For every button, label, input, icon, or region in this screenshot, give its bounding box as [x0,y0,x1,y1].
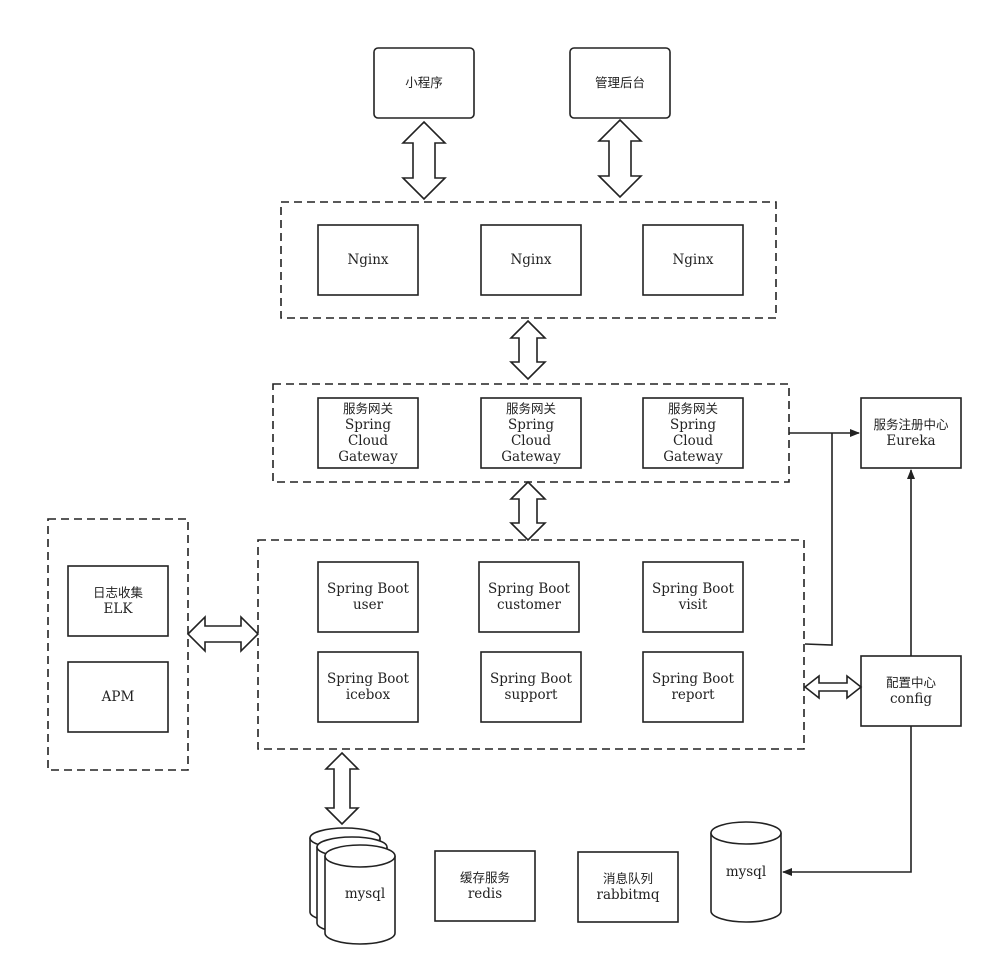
logging-group [47,518,189,771]
config-center: 配置中心 config [860,655,962,727]
gateway-line: Cloud [673,433,713,449]
elk-title: 日志收集 [93,585,144,600]
client-miniapp: 小程序 [373,47,475,119]
double-arrow-gateway-services [509,480,547,542]
arrow-config-mysql [782,726,912,876]
double-arrow-miniapp-nginx [401,120,447,201]
client-miniapp-label: 小程序 [405,75,443,90]
nginx-node-label: Nginx [347,252,388,268]
gateway-line: Cloud [511,433,551,449]
service-registry: 服务注册中心 Eureka [860,397,962,469]
nginx-node-label: Nginx [672,252,713,268]
service-framework: Spring Boot [490,671,572,687]
service-visit: Spring Boot visit [642,561,744,633]
registry-title: 服务注册中心 [873,417,949,432]
gateway-title: 服务网关 [668,401,718,416]
nginx-cluster-group [280,201,777,319]
service-customer: Spring Boot customer [478,561,580,633]
service-framework: Spring Boot [652,671,734,687]
connector-services-registry [804,433,833,646]
service-name: visit [678,597,708,613]
gateway-line: Spring [670,417,716,433]
gateway-node-2: 服务网关 Spring Cloud Gateway [480,397,582,469]
service-icebox: Spring Boot icebox [317,651,419,723]
service-framework: Spring Boot [327,671,409,687]
gateway-line: Cloud [348,433,388,449]
double-arrow-logging-services [186,615,260,653]
gateway-node-3: 服务网关 Spring Cloud Gateway [642,397,744,469]
service-name: customer [497,597,562,613]
apm-label: APM [101,689,135,705]
service-support: Spring Boot support [480,651,582,723]
mq-title: 消息队列 [603,871,653,886]
registry-name: Eureka [886,433,935,449]
services-group [257,539,805,750]
config-title: 配置中心 [886,675,937,690]
gateway-line: Gateway [338,449,398,465]
gateway-line: Gateway [663,449,723,465]
service-user: Spring Boot user [317,561,419,633]
elk-name: ELK [104,601,134,617]
double-arrow-admin-nginx [597,118,643,199]
nginx-node-1: Nginx [317,224,419,296]
nginx-node-3: Nginx [642,224,744,296]
apm: APM [67,661,169,733]
nginx-node-2: Nginx [480,224,582,296]
service-name: user [353,597,384,613]
service-framework: Spring Boot [488,581,570,597]
mysql-cluster-label: mysql [345,886,385,902]
service-name: support [505,687,558,703]
database-icon [710,821,782,923]
database-icon [324,844,396,945]
redis-name: redis [468,886,502,902]
service-framework: Spring Boot [327,581,409,597]
client-admin-label: 管理后台 [595,75,645,90]
mysql-config-label: mysql [726,864,766,880]
gateway-line: Spring [345,417,391,433]
gateway-title: 服务网关 [506,401,556,416]
redis-title: 缓存服务 [460,870,510,885]
service-name: icebox [346,687,391,703]
gateway-line: Gateway [501,449,561,465]
gateway-line: Spring [508,417,554,433]
gateway-title: 服务网关 [343,401,393,416]
service-report: Spring Boot report [642,651,744,723]
message-queue-rabbitmq: 消息队列 rabbitmq [577,851,679,923]
nginx-node-label: Nginx [510,252,551,268]
cache-redis: 缓存服务 redis [434,850,536,922]
double-arrow-services-mysql [324,751,360,826]
client-admin: 管理后台 [569,47,671,119]
service-name: report [671,687,715,703]
config-name: config [890,691,932,707]
gateway-node-1: 服务网关 Spring Cloud Gateway [317,397,419,469]
double-arrow-nginx-gateway [509,319,547,381]
double-arrow-services-config [803,674,863,700]
service-framework: Spring Boot [652,581,734,597]
log-collection-elk: 日志收集 ELK [67,565,169,637]
mysql-config-db: mysql [710,821,782,923]
mq-name: rabbitmq [597,887,660,903]
mysql-cluster: mysql [309,827,396,945]
